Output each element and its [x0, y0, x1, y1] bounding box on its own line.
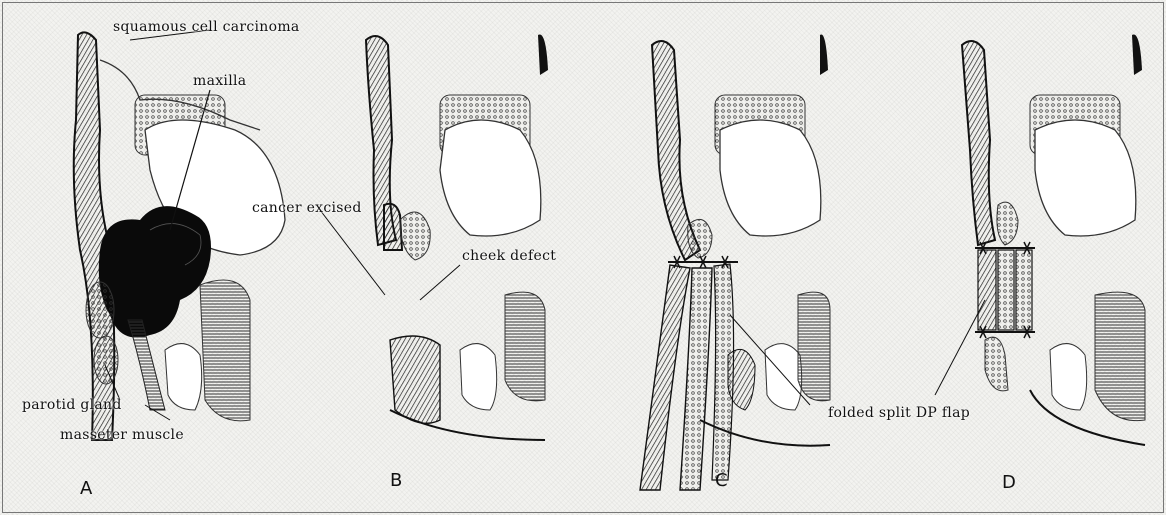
- panel-label-d: D: [1002, 472, 1016, 493]
- label-cheek-defect: cheek defect: [462, 248, 556, 264]
- label-parotid-gland: parotid gland: [22, 397, 122, 413]
- panel-c-drawing: [640, 34, 830, 490]
- panel-a-drawing: [74, 30, 285, 440]
- panel-d-drawing: [935, 34, 1145, 445]
- panel-label-a: A: [80, 478, 92, 499]
- label-masseter-muscle: masseter muscle: [60, 427, 184, 443]
- panel-label-c: C: [715, 470, 728, 491]
- label-cancer-excised: cancer excised: [252, 200, 362, 216]
- panel-b-drawing: [320, 34, 548, 440]
- panel-label-b: B: [390, 470, 402, 491]
- label-maxilla: maxilla: [193, 73, 246, 89]
- label-squamous-cell-carcinoma: squamous cell carcinoma: [113, 19, 300, 35]
- label-folded-split-dp-flap: folded split DP flap: [828, 405, 970, 421]
